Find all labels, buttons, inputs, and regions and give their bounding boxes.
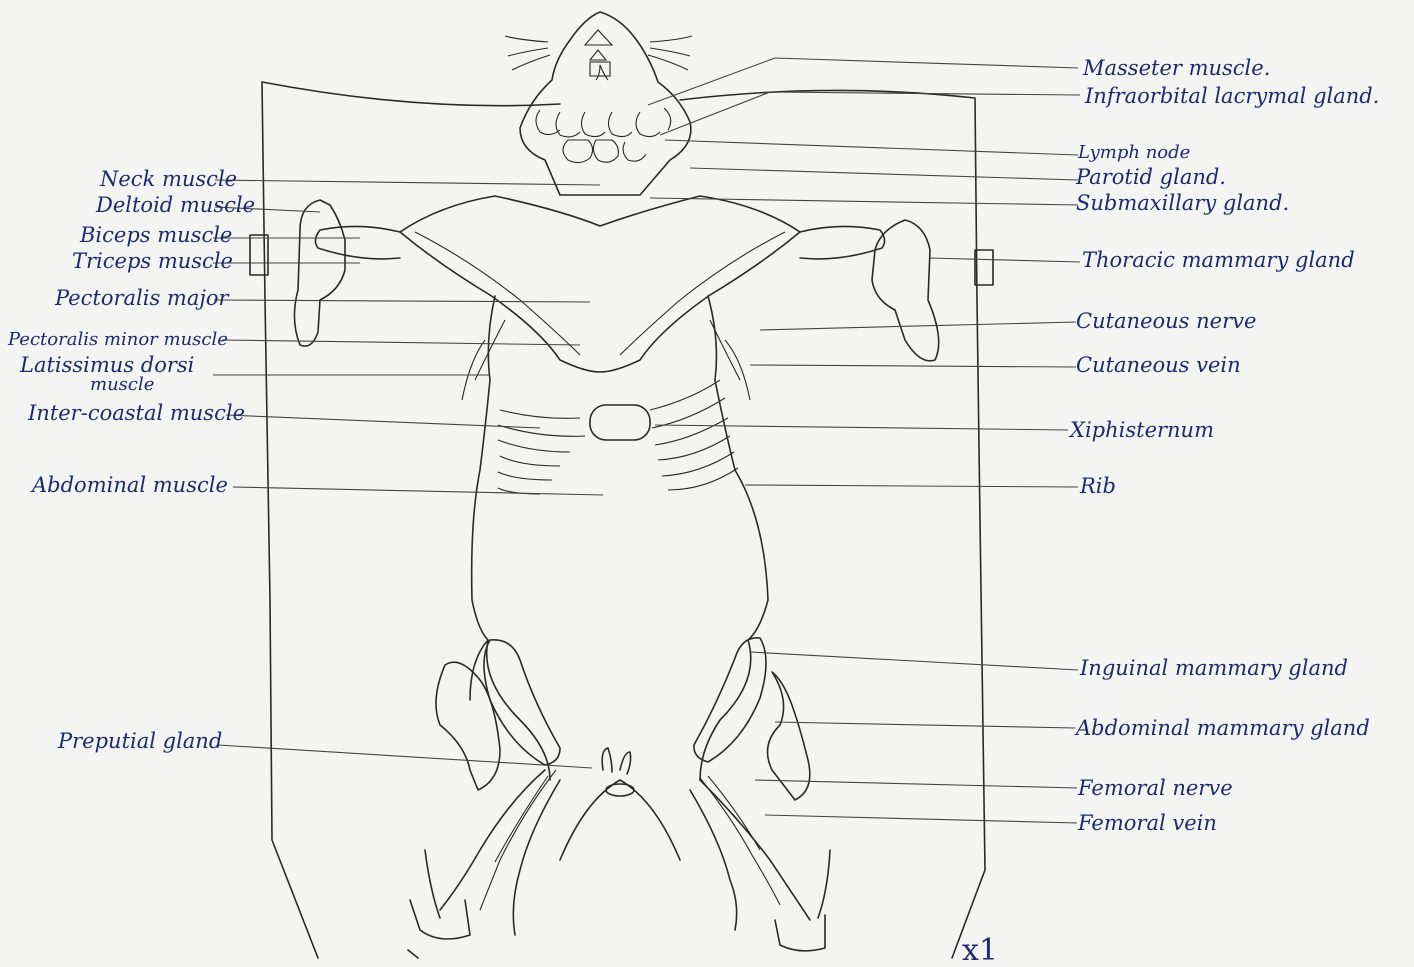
- rat-body: [462, 296, 768, 780]
- label-femoral-nerve: Femoral nerve: [1077, 776, 1233, 800]
- label-abdominal-muscle: Abdominal muscle: [30, 473, 228, 497]
- dissection-board: [262, 82, 985, 958]
- rat-head: [505, 12, 692, 195]
- label-infraorbital-gland: Infraorbital lacrymal gland.: [1084, 84, 1379, 108]
- label-cutaneous-nerve: Cutaneous nerve: [1076, 309, 1256, 333]
- label-submaxillary-gland: Submaxillary gland.: [1076, 191, 1289, 215]
- pectoral-flap: [400, 196, 800, 372]
- left-leader-lines: [213, 180, 603, 768]
- left-labels: Neck muscle Deltoid muscle Biceps muscle…: [7, 167, 255, 753]
- label-xiphisternum: Xiphisternum: [1068, 418, 1214, 442]
- label-pectoralis-minor: Pectoralis minor muscle: [7, 329, 228, 350]
- label-pectoralis-major: Pectoralis major: [54, 286, 230, 310]
- label-abdominal-mammary-gland: Abdominal mammary gland: [1074, 716, 1370, 740]
- label-triceps-muscle: Triceps muscle: [72, 249, 233, 273]
- label-parotid-gland: Parotid gland.: [1075, 165, 1226, 189]
- forelimbs: [250, 200, 993, 361]
- label-masseter-muscle: Masseter muscle.: [1082, 56, 1270, 80]
- label-cutaneous-vein: Cutaneous vein: [1076, 353, 1241, 377]
- label-latissimus-muscle: muscle: [90, 374, 154, 395]
- right-labels: Masseter muscle. Infraorbital lacrymal g…: [1068, 56, 1379, 835]
- label-neck-muscle: Neck muscle: [99, 167, 237, 191]
- label-inguinal-mammary-gland: Inguinal mammary gland: [1079, 656, 1348, 680]
- label-deltoid-muscle: Deltoid muscle: [95, 193, 255, 217]
- label-rib: Rib: [1079, 474, 1116, 498]
- label-preputial-gland: Preputial gland: [57, 729, 222, 753]
- label-biceps-muscle: Biceps muscle: [79, 223, 232, 247]
- label-lymph-node: Lymph node: [1077, 142, 1190, 163]
- label-femoral-vein: Femoral vein: [1077, 811, 1217, 835]
- magnification-label: x1: [962, 933, 998, 967]
- label-thoracic-mammary-gland: Thoracic mammary gland: [1082, 248, 1355, 272]
- hindlimbs: [410, 638, 830, 951]
- label-intercostal-muscle: Inter-coastal muscle: [27, 401, 245, 425]
